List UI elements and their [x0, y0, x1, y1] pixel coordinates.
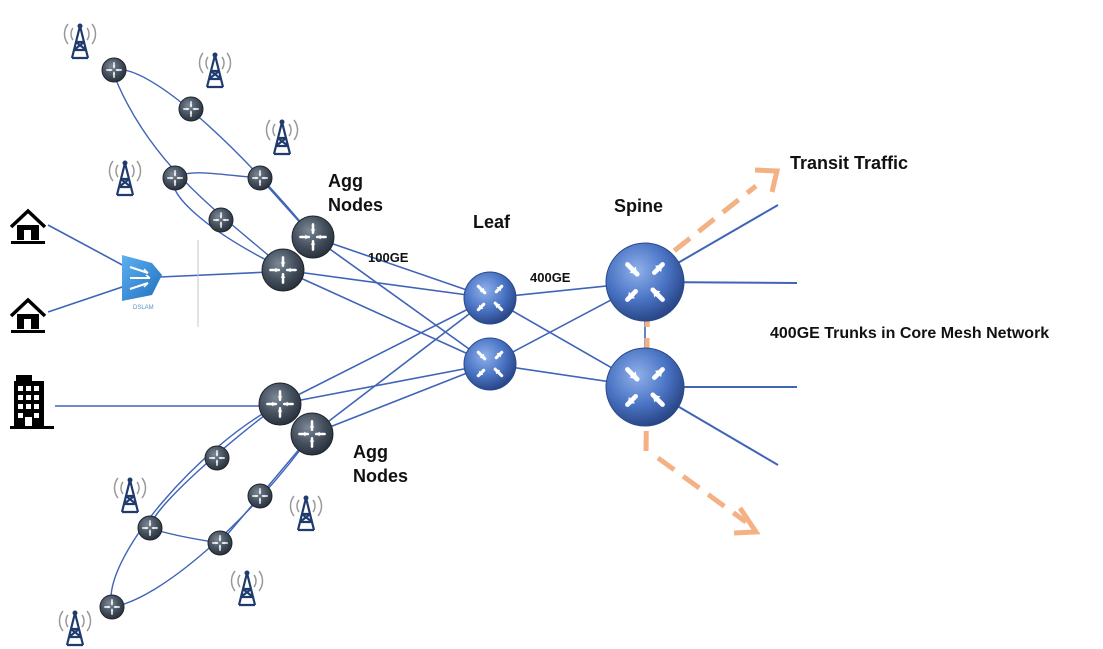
link-dslam-agg	[159, 271, 271, 278]
house-icon	[9, 297, 47, 333]
spine-router-icon	[605, 347, 685, 427]
ring-router-icon	[247, 165, 273, 191]
leaf-router-icon	[463, 271, 517, 325]
cell-tower-icon	[63, 23, 97, 60]
cell-tower-icon	[265, 119, 299, 156]
network-links	[47, 68, 798, 608]
transit-traffic-label: Transit Traffic	[790, 153, 908, 173]
ring-router-icon	[99, 594, 125, 620]
link-house1-dslam	[47, 224, 129, 269]
top-outer-ring	[111, 68, 314, 270]
cell-tower-icon	[289, 495, 323, 532]
transit-arrow-up	[648, 184, 758, 272]
link-100ge-label: 100GE	[368, 250, 409, 265]
bottom-inner-ring	[149, 403, 313, 544]
ring-router-icon	[208, 207, 234, 233]
agg-nodes-bottom-label-line1: Agg	[353, 442, 388, 462]
office-building-icon	[10, 375, 54, 429]
ring-router-icon	[162, 165, 188, 191]
transit-arrow-up-head	[754, 167, 781, 193]
agg-nodes-bottom-label-line2: Nodes	[353, 466, 408, 486]
dslam-label: DSLAM	[133, 305, 154, 311]
agg-router-icon	[290, 412, 334, 456]
ring-router-icon	[137, 515, 163, 541]
core-trunks-label: 400GE Trunks in Core Mesh Network	[770, 325, 1049, 342]
cell-tower-icon	[113, 477, 147, 514]
leaf-label: Leaf	[473, 212, 511, 232]
cell-towers	[58, 23, 323, 647]
leaf-router-icon	[463, 337, 517, 391]
link-house2-dslam	[47, 284, 129, 313]
cell-tower-icon	[230, 570, 264, 607]
spine-label: Spine	[614, 196, 663, 216]
link-400ge-label: 400GE	[530, 270, 571, 285]
agg-router-icon	[261, 248, 305, 292]
spine-router-icon	[605, 242, 685, 322]
cell-tower-icon	[58, 610, 92, 647]
agg-router-icon	[291, 215, 335, 259]
dslam-icon	[122, 255, 162, 301]
agg-router-icon	[258, 382, 302, 426]
routers	[99, 57, 685, 620]
agg-nodes-top-label-line1: Agg	[328, 171, 363, 191]
agg-nodes-top-label-line2: Nodes	[328, 195, 383, 215]
transit-traffic-arrows	[643, 167, 781, 536]
cell-tower-icon	[108, 160, 142, 197]
ring-router-icon	[101, 57, 127, 83]
ring-router-icon	[178, 96, 204, 122]
bottom-outer-ring	[110, 403, 313, 608]
transit-arrow-down-head	[733, 506, 761, 536]
ring-router-icon	[247, 483, 273, 509]
house-icon	[9, 208, 47, 244]
ring-router-icon	[204, 445, 230, 471]
cell-tower-icon	[198, 52, 232, 89]
agg-leaf-links	[279, 236, 491, 435]
ring-router-icon	[207, 530, 233, 556]
transit-arrow-down	[656, 455, 748, 525]
